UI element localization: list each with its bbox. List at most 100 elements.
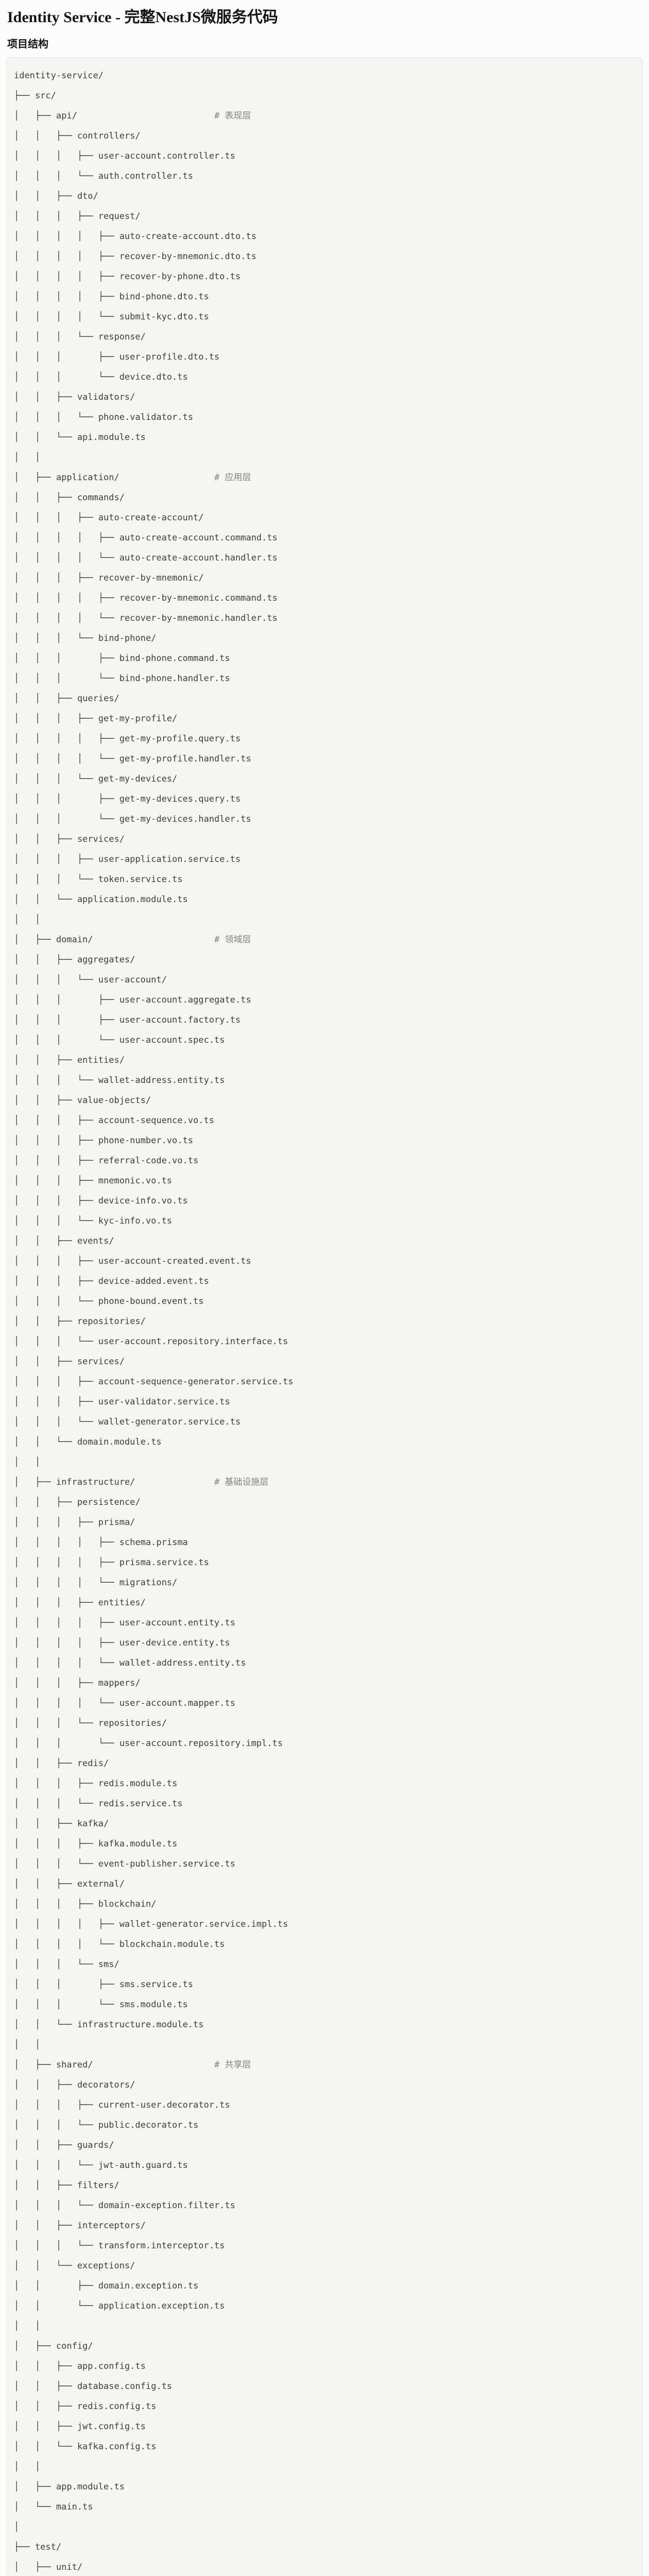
tree-line: │ │ ├── commands/ [14,493,125,503]
tree-line: │ │ │ │ ├── auto-create-account.dto.ts [14,231,257,242]
tree-line: │ │ │ └── wallet-generator.service.ts [14,1417,241,1427]
tree-line: │ │ ├── redis.config.ts [14,2401,157,2412]
tree-line: │ │ │ │ └── blockchain.module.ts [14,1939,225,1950]
tree-line: │ │ │ ├── redis.module.ts [14,1778,178,1789]
code-comment: # 应用层 [214,472,251,483]
section-heading: 项目结构 [7,39,48,50]
tree-line: │ │ ├── interceptors/ [14,2221,146,2231]
tree-line: │ │ │ └── redis.service.ts [14,1799,183,1809]
tree-line: │ │ ├── services/ [14,1357,125,1367]
tree-line: │ │ │ └── user-account.repository.impl.t… [14,1738,283,1749]
tree-line: │ │ [14,914,41,925]
tree-line: │ │ │ ├── kafka.module.ts [14,1839,178,1849]
tree-line: │ │ │ └── domain-exception.filter.ts [14,2200,235,2211]
tree-line: │ │ │ │ ├── schema.prisma [14,1537,188,1548]
tree-line: │ ├── config/ [14,2341,93,2351]
tree-line: │ │ │ └── get-my-devices.handler.ts [14,814,251,824]
tree-line: │ │ │ ├── get-my-devices.query.ts [14,794,241,804]
tree-line: │ │ ├── jwt.config.ts [14,2421,146,2432]
tree-line: │ └── main.ts [14,2502,93,2512]
tree-line: │ │ │ │ ├── user-account.entity.ts [14,1618,235,1628]
tree-line: │ │ │ └── device.dto.ts [14,372,188,382]
tree-line: │ ├── domain/ # 领域层 [14,935,251,945]
tree-line: │ │ │ │ ├── get-my-profile.query.ts [14,734,241,744]
tree-line: │ ├── api/ # 表现层 [14,111,251,121]
tree-line: │ ├── application/ # 应用层 [14,472,251,483]
tree-line: │ │ │ ├── prisma/ [14,1517,135,1528]
tree-line: │ │ │ └── sms/ [14,1959,119,1970]
tree-line: │ │ │ │ ├── auto-create-account.command.… [14,533,278,543]
tree-line: │ ├── shared/ # 共享层 [14,2060,251,2070]
tree-line: │ [14,2522,20,2532]
tree-line: │ │ │ ├── user-profile.dto.ts [14,352,220,362]
tree-line: │ │ ├── persistence/ [14,1497,141,1507]
tree-line: │ │ │ ├── account-sequence-generator.ser… [14,1377,294,1387]
tree-line: │ │ ├── database.config.ts [14,2381,173,2392]
tree-line: │ │ │ ├── user-application.service.ts [14,854,241,865]
tree-line: │ │ │ └── wallet-address.entity.ts [14,1075,225,1086]
tree-line: │ │ │ ├── referral-code.vo.ts [14,1156,199,1166]
tree-line: │ │ [14,1457,41,1467]
tree-line: │ │ │ └── token.service.ts [14,874,183,885]
code-comment: # 共享层 [214,2060,251,2070]
tree-line: │ │ ├── app.config.ts [14,2361,146,2371]
tree-line: │ │ ├── events/ [14,1236,114,1246]
tree-line: │ │ │ ├── user-account.aggregate.ts [14,995,251,1005]
tree-line: │ ├── infrastructure/ # 基础设施层 [14,1477,269,1487]
tree-line: │ │ ├── validators/ [14,392,135,402]
tree-line: │ │ │ └── repositories/ [14,1718,167,1728]
file-tree: identity-service/├── src/│ ├── api/ # 表现… [14,66,635,2576]
tree-line: │ │ │ ├── user-account.controller.ts [14,151,235,161]
tree-line: │ │ ├── controllers/ [14,131,141,141]
tree-line: │ │ ├── aggregates/ [14,955,135,965]
tree-line: │ │ │ └── jwt-auth.guard.ts [14,2160,188,2171]
tree-line: │ │ │ ├── account-sequence.vo.ts [14,1115,214,1126]
tree-line: │ │ │ └── kyc-info.vo.ts [14,1216,173,1226]
tree-line: │ │ │ └── public.decorator.ts [14,2120,199,2130]
tree-line: │ ├── unit/ [14,2562,83,2572]
tree-line: │ │ │ │ ├── user-device.entity.ts [14,1638,230,1648]
tree-line: │ │ │ └── phone.validator.ts [14,412,193,422]
tree-line: │ │ │ ├── sms.service.ts [14,1979,193,1990]
tree-line: │ │ │ ├── phone-number.vo.ts [14,1136,193,1146]
tree-line: │ │ │ │ └── wallet-address.entity.ts [14,1658,246,1668]
tree-line: │ │ ├── domain.exception.ts [14,2281,199,2291]
tree-line: │ │ │ ├── mappers/ [14,1678,141,1688]
tree-line: identity-service/ [14,71,104,81]
code-comment: # 领域层 [214,935,251,945]
tree-line: │ │ └── application.exception.ts [14,2301,225,2311]
tree-line: │ │ ├── decorators/ [14,2080,135,2090]
tree-line: │ │ │ └── get-my-devices/ [14,774,178,784]
tree-line: │ │ ├── entities/ [14,1055,125,1065]
tree-line: │ │ └── application.module.ts [14,894,188,905]
tree-line: │ │ │ └── response/ [14,332,146,342]
tree-line: │ │ │ ├── user-account-created.event.ts [14,1256,251,1266]
tree-line: │ │ │ └── user-account.spec.ts [14,1035,225,1045]
tree-line: │ │ ├── filters/ [14,2180,119,2191]
tree-line: │ │ │ │ ├── wallet-generator.service.imp… [14,1919,288,1929]
tree-line: │ │ │ │ ├── prisma.service.ts [14,1557,209,1568]
tree-line: │ │ │ ├── current-user.decorator.ts [14,2100,230,2110]
tree-line: │ │ │ ├── mnemonic.vo.ts [14,1176,173,1186]
tree-line: │ │ ├── external/ [14,1879,125,1889]
code-block: identity-service/├── src/│ ├── api/ # 表现… [6,57,643,2576]
tree-line: │ │ │ │ └── migrations/ [14,1578,178,1588]
tree-line: │ │ │ ├── entities/ [14,1598,146,1608]
tree-line: │ │ │ └── sms.module.ts [14,1999,188,2010]
tree-line: │ │ │ └── event-publisher.service.ts [14,1859,235,1869]
tree-line: │ │ ├── guards/ [14,2140,114,2150]
tree-line: │ │ └── exceptions/ [14,2261,135,2271]
tree-line: │ │ │ │ └── auto-create-account.handler.… [14,553,278,563]
tree-line: │ │ ├── dto/ [14,191,98,201]
tree-line: │ │ │ └── transform.interceptor.ts [14,2241,225,2251]
tree-line: │ │ └── api.module.ts [14,432,146,443]
tree-line: │ │ │ └── user-account/ [14,975,167,985]
tree-line: │ │ │ │ ├── recover-by-mnemonic.command.… [14,593,278,603]
tree-line: │ │ │ ├── device-added.event.ts [14,1276,209,1286]
tree-line: │ │ │ ├── request/ [14,211,141,222]
tree-line: │ │ │ │ ├── recover-by-phone.dto.ts [14,272,241,282]
tree-line: │ │ │ ├── user-validator.service.ts [14,1397,230,1407]
tree-line: │ ├── app.module.ts [14,2482,125,2492]
tree-line: │ │ │ │ └── submit-kyc.dto.ts [14,312,209,322]
tree-line: │ │ │ └── bind-phone/ [14,633,157,643]
